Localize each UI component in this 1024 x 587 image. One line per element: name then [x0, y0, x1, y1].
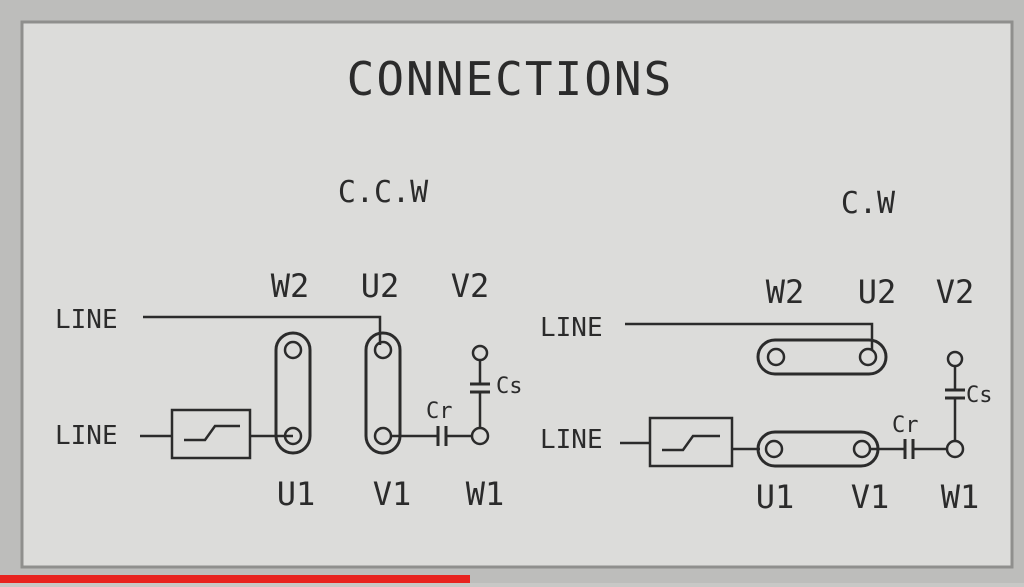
cw-switch-contact	[662, 434, 720, 452]
diagram-title: CONNECTIONS	[347, 52, 674, 106]
ccw-terminal-w2: W2	[271, 267, 310, 305]
cw-thermal-switch	[648, 416, 734, 468]
ccw-link-u2-v1	[364, 331, 402, 455]
cw-line-bottom-label: LINE	[540, 425, 603, 455]
cw-link-w2-u2	[756, 338, 888, 376]
red-strip	[0, 575, 470, 583]
cw-cr-label: Cr	[892, 413, 919, 438]
ccw-cr-label: Cr	[426, 399, 453, 424]
ccw-line-bottom-label: LINE	[55, 421, 118, 451]
cw-cs-label: Cs	[966, 383, 993, 408]
cw-terminal-w1: W1	[941, 478, 980, 516]
ccw-thermal-switch	[170, 408, 252, 460]
cw-terminal-u2: U2	[858, 273, 897, 311]
ccw-terminal-v1: V1	[373, 475, 412, 513]
cw-terminal-v1: V1	[851, 478, 890, 516]
ccw-switch-contact	[184, 424, 240, 442]
ccw-stud-u2	[373, 340, 393, 360]
cw-terminal-w2: W2	[766, 273, 805, 311]
ccw-stud-w2	[283, 340, 303, 360]
cw-line-top-label: LINE	[540, 313, 603, 343]
cw-diagram: C.W W2 U2 V2 LINE LINE Cr Cs	[540, 186, 993, 516]
ccw-direction-label: C.C.W	[338, 175, 429, 210]
ccw-terminal-v2: V2	[451, 267, 490, 305]
ccw-terminal-u1: U1	[277, 475, 316, 513]
ccw-link-w2-u1	[274, 331, 312, 455]
cw-cs-terminal	[946, 350, 964, 368]
ccw-terminal-u2: U2	[361, 267, 400, 305]
ccw-stud-u1	[283, 426, 303, 446]
cw-stud-w2	[766, 347, 786, 367]
cw-stud-u2	[858, 347, 878, 367]
plate-face	[20, 20, 1014, 569]
cw-stud-u1	[764, 439, 784, 459]
ccw-terminal-w1: W1	[466, 475, 505, 513]
cw-terminal-v2: V2	[936, 273, 975, 311]
ccw-diagram: C.C.W W2 U2 V2 LINE LINE Cr C	[55, 175, 523, 513]
ccw-line-top-wire	[143, 315, 382, 345]
cw-terminal-u1: U1	[756, 478, 795, 516]
ccw-cs-terminal	[471, 344, 489, 362]
cw-direction-label: C.W	[841, 186, 896, 221]
ccw-line-top-label: LINE	[55, 305, 118, 335]
ccw-cs-label: Cs	[496, 374, 523, 399]
